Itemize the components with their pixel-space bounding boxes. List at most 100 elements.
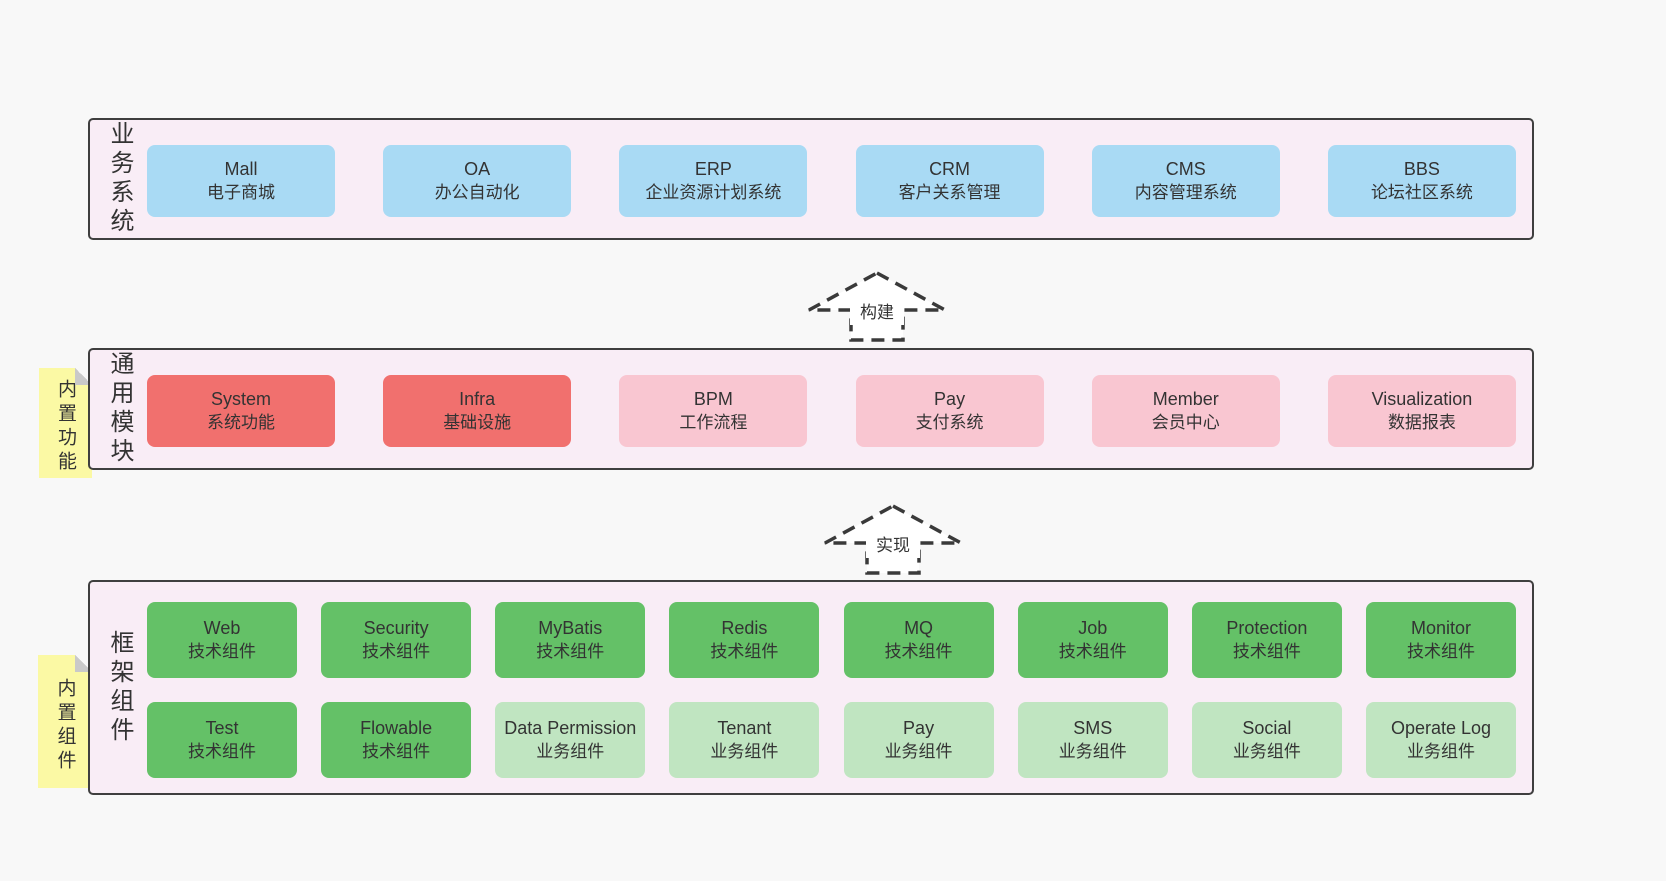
- box-mybatis: MyBatis 技术组件: [495, 602, 646, 678]
- box-subtitle: 支付系统: [915, 412, 984, 432]
- layer-framework-components: 框架组件 Web 技术组件 Security 技术组件 MyBatis 技术组件…: [88, 580, 1534, 795]
- box-subtitle: 技术组件: [1058, 641, 1127, 661]
- box-visualization: Visualization 数据报表: [1327, 375, 1516, 447]
- box-subtitle: 办公自动化: [434, 182, 520, 202]
- sticky-note-built-in-components: 内置组件: [38, 655, 92, 788]
- box-title: MQ: [904, 618, 934, 639]
- box-subtitle: 业务组件: [1406, 741, 1475, 761]
- box-erp: ERP 企业资源计划系统: [619, 145, 808, 217]
- box-bpm: BPM 工作流程: [619, 375, 808, 447]
- box-job: Job 技术组件: [1017, 602, 1168, 678]
- box-title: Tenant: [717, 718, 772, 739]
- box-title: MyBatis: [538, 618, 603, 639]
- box-subtitle: 数据报表: [1387, 412, 1456, 432]
- box-social: Social 业务组件: [1191, 702, 1342, 778]
- layer-label-business-systems: 业务系统: [106, 121, 133, 237]
- layer-common-modules: 通用模块 System 系统功能 Infra 基础设施 BPM 工作流程 Pay…: [88, 348, 1534, 470]
- box-security: Security 技术组件: [321, 602, 472, 678]
- box-operate-log: Operate Log 业务组件: [1365, 702, 1516, 778]
- box-title: BPM: [693, 389, 733, 410]
- box-monitor: Monitor 技术组件: [1365, 602, 1516, 678]
- box-web: Web 技术组件: [147, 602, 297, 678]
- box-flowable: Flowable 技术组件: [321, 702, 472, 778]
- sticky-note-label: 内置功能: [55, 379, 76, 475]
- box-title: Infra: [459, 389, 496, 410]
- box-pay-component: Pay 业务组件: [843, 702, 994, 778]
- box-subtitle: 会员中心: [1151, 412, 1220, 432]
- arrow-label: 构建: [860, 303, 894, 322]
- box-crm: CRM 客户关系管理: [855, 145, 1044, 217]
- box-title: Test: [205, 718, 239, 739]
- box-subtitle: 客户关系管理: [898, 182, 1001, 202]
- box-system: System 系统功能: [147, 375, 335, 447]
- box-subtitle: 电子商城: [207, 182, 275, 202]
- sticky-note-built-in-features: 内置功能: [39, 368, 92, 478]
- arrow-label-bg: [866, 532, 920, 558]
- box-title: Pay: [903, 718, 935, 739]
- box-title: Monitor: [1410, 618, 1471, 639]
- box-subtitle: 系统功能: [207, 412, 275, 432]
- arrow-label: 实现: [876, 536, 910, 555]
- box-member: Member 会员中心: [1091, 375, 1280, 447]
- box-subtitle: 技术组件: [362, 641, 431, 661]
- box-data-permission: Data Permission 业务组件: [495, 702, 646, 778]
- box-title: Web: [203, 618, 241, 639]
- box-subtitle: 内容管理系统: [1134, 182, 1237, 202]
- box-pay-system: Pay 支付系统: [855, 375, 1044, 447]
- box-protection: Protection 技术组件: [1191, 602, 1342, 678]
- layer-label-common-modules: 通用模块: [106, 351, 133, 467]
- box-subtitle: 企业资源计划系统: [645, 182, 782, 202]
- box-title: Social: [1242, 718, 1292, 739]
- box-title: Protection: [1226, 618, 1308, 639]
- box-title: Job: [1078, 618, 1108, 639]
- box-mq: MQ 技术组件: [843, 602, 994, 678]
- box-oa: OA 办公自动化: [383, 145, 572, 217]
- box-title: Data Permission: [504, 718, 637, 739]
- box-title: SMS: [1073, 718, 1113, 739]
- framework-components-row-1: Web 技术组件 Security 技术组件 MyBatis 技术组件 Redi…: [147, 602, 1516, 678]
- business-systems-row: Mall 电子商城 OA 办公自动化 ERP 企业资源计划系统 CRM 客户关系…: [147, 145, 1516, 217]
- box-sms: SMS 业务组件: [1017, 702, 1168, 778]
- box-title: Redis: [721, 618, 768, 639]
- box-tenant: Tenant 业务组件: [669, 702, 820, 778]
- box-subtitle: 业务组件: [884, 741, 953, 761]
- box-title: OA: [464, 159, 491, 180]
- box-infra: Infra 基础设施: [383, 375, 572, 447]
- up-arrow-build-icon: 构建: [808, 271, 946, 342]
- box-subtitle: 基础设施: [443, 412, 512, 432]
- box-subtitle: 业务组件: [536, 741, 605, 761]
- arrow-label-bg: [850, 299, 904, 325]
- sticky-note-label: 内置组件: [54, 677, 76, 774]
- box-test: Test 技术组件: [147, 702, 297, 778]
- box-redis: Redis 技术组件: [669, 602, 820, 678]
- box-subtitle: 技术组件: [710, 641, 779, 661]
- box-subtitle: 技术组件: [188, 641, 256, 661]
- common-modules-row: System 系统功能 Infra 基础设施 BPM 工作流程 Pay 支付系统…: [147, 375, 1516, 447]
- layer-label-framework-components: 框架组件: [106, 629, 133, 746]
- box-subtitle: 技术组件: [1232, 641, 1301, 661]
- box-subtitle: 业务组件: [710, 741, 779, 761]
- box-title: Operate Log: [1390, 718, 1492, 739]
- box-title: BBS: [1403, 159, 1440, 180]
- box-subtitle: 工作流程: [679, 412, 748, 432]
- box-title: Mall: [224, 159, 258, 180]
- box-title: Flowable: [360, 718, 433, 739]
- box-title: CRM: [929, 159, 971, 180]
- layer-business-systems: 业务系统 Mall 电子商城 OA 办公自动化 ERP 企业资源计划系统 CRM…: [88, 118, 1534, 240]
- box-cms: CMS 内容管理系统: [1091, 145, 1280, 217]
- box-mall: Mall 电子商城: [147, 145, 335, 217]
- up-arrow-implement-icon: 实现: [824, 504, 962, 575]
- box-subtitle: 业务组件: [1058, 741, 1127, 761]
- box-title: CMS: [1165, 159, 1206, 180]
- box-bbs: BBS 论坛社区系统: [1327, 145, 1516, 217]
- box-title: Visualization: [1371, 389, 1473, 410]
- box-title: Pay: [934, 389, 966, 410]
- box-subtitle: 技术组件: [884, 641, 953, 661]
- framework-components-row-2: Test 技术组件 Flowable 技术组件 Data Permission …: [147, 702, 1516, 778]
- box-subtitle: 技术组件: [188, 741, 256, 761]
- box-title: ERP: [694, 159, 732, 180]
- box-subtitle: 技术组件: [362, 741, 431, 761]
- box-subtitle: 技术组件: [1406, 641, 1475, 661]
- box-subtitle: 技术组件: [536, 641, 605, 661]
